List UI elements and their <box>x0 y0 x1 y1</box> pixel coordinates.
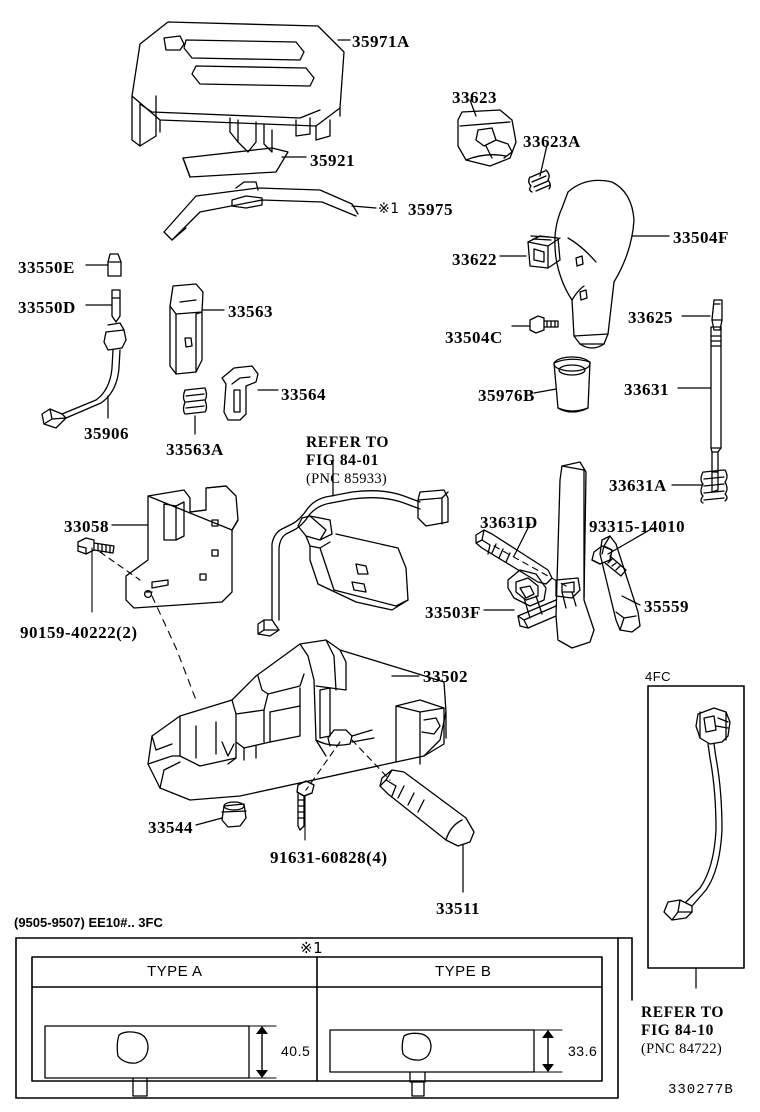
dash-33631d <box>493 545 567 587</box>
leader-35559 <box>621 595 641 606</box>
part-33503f-shape <box>507 461 595 649</box>
callout-33631: 33631 <box>624 380 669 399</box>
callout-33544: 33544 <box>148 818 193 837</box>
callout-33550d: 33550D <box>18 298 76 317</box>
type-b-header: TYPE B <box>435 963 492 980</box>
callout-33631d: 33631D <box>480 513 538 532</box>
refer-block-fig-84-10: REFER TO FIG 84-10 (PNC 84722) <box>641 1004 724 1058</box>
type-a-drawing <box>44 1025 277 1097</box>
refer2-line-1: REFER TO <box>641 1004 725 1021</box>
variant-panel-label: 4FC <box>645 669 672 684</box>
part-33563a-shape <box>182 387 208 415</box>
dash-33058-to-33502 <box>151 595 197 701</box>
callout-90159-40222: 90159-40222(2) <box>20 623 138 642</box>
callout-33622: 33622 <box>452 250 497 269</box>
condition-note: (9505-9507) EE10#.. 3FC <box>14 915 163 930</box>
callout-33550e: 33550E <box>18 258 75 277</box>
refer-line-3: (PNC 85933) <box>306 471 388 487</box>
part-35559-shape <box>599 535 641 633</box>
part-33623-shape <box>457 109 517 167</box>
dash-33502-to-33511 <box>351 739 391 781</box>
callout-35976b: 35976B <box>478 386 535 405</box>
part-33502-shape <box>147 639 447 801</box>
type-b-dimension: 33.6 <box>568 1043 598 1059</box>
part-33504c-shape <box>529 315 559 334</box>
part-90159-40222-shape <box>77 537 115 555</box>
type-a-header: TYPE A <box>147 963 203 980</box>
part-35906-shape <box>41 322 127 429</box>
part-35976b-shape <box>553 356 591 413</box>
part-33550d-shape <box>111 289 121 323</box>
dash-33502-bolt <box>305 741 341 791</box>
callout-35559: 35559 <box>644 597 689 616</box>
diagram-id: 330277B <box>668 1082 734 1098</box>
callout-33504c: 33504C <box>445 328 503 347</box>
type-a-dimension: 40.5 <box>281 1043 311 1059</box>
type-table-frame <box>15 937 619 1099</box>
part-33550e-shape <box>107 253 122 277</box>
leader-33544 <box>195 817 223 826</box>
leader-33623a <box>539 144 548 177</box>
part-33622-shape <box>527 235 561 269</box>
callout-33563: 33563 <box>228 302 273 321</box>
callout-33511: 33511 <box>436 899 481 918</box>
part-33544-shape <box>221 801 247 828</box>
part-91631-shape <box>296 780 315 831</box>
callout-35975-marker: ※1 <box>378 201 400 217</box>
part-33625-shape <box>711 299 723 331</box>
part-35921-shape <box>182 147 289 178</box>
callout-33623: 33623 <box>452 88 497 107</box>
leader-35976b <box>533 388 557 394</box>
leader-35975 <box>351 205 377 209</box>
callout-33625: 33625 <box>628 308 673 327</box>
part-33504f-shape <box>554 179 635 349</box>
leader-33631d <box>513 523 531 557</box>
refer2-line-3: (PNC 84722) <box>641 1041 723 1057</box>
part-35971a-shape <box>131 21 345 153</box>
callout-33503f: 33503F <box>425 603 481 622</box>
callout-35975: 35975 <box>408 200 453 219</box>
part-33563-shape <box>169 283 204 375</box>
callout-33502: 33502 <box>423 667 468 686</box>
callout-33623a: 33623A <box>523 132 581 151</box>
part-33511-shape <box>379 769 475 847</box>
callout-33563a: 33563A <box>166 440 224 459</box>
refer-line-1: REFER TO <box>306 434 390 451</box>
part-33058-shape <box>125 485 239 609</box>
dash-90159-to-33058 <box>99 551 141 581</box>
callout-33058: 33058 <box>64 517 109 536</box>
callout-93315-14010: 93315-14010 <box>589 517 686 536</box>
part-35975-shape <box>163 181 359 241</box>
part-33564-shape <box>221 365 259 421</box>
part-33631-shape <box>710 326 722 493</box>
part-33623a-shape <box>528 169 551 193</box>
callout-33631a: 33631A <box>609 476 667 495</box>
part-85933-harness <box>257 489 449 637</box>
callout-35971a: 35971A <box>352 32 410 51</box>
part-33631a-shape <box>700 469 728 504</box>
callout-33504f: 33504F <box>673 228 729 247</box>
callout-35921: 35921 <box>310 151 355 170</box>
refer2-line-2: FIG 84-10 <box>641 1022 714 1039</box>
type-table-marker: ※1 <box>300 939 324 957</box>
callout-33564: 33564 <box>281 385 326 404</box>
refer-block-fig-84-01: REFER TO FIG 84-01 (PNC 85933) <box>306 434 389 488</box>
part-84722-harness <box>663 707 731 921</box>
leader-93315 <box>607 527 654 555</box>
variant-panel-box <box>647 685 745 989</box>
callout-35906: 35906 <box>84 424 129 443</box>
callout-91631-60828: 91631-60828(4) <box>270 848 388 867</box>
refer-line-2: FIG 84-01 <box>306 452 379 469</box>
type-b-drawing <box>329 1029 563 1097</box>
leader-33623 <box>469 99 477 117</box>
